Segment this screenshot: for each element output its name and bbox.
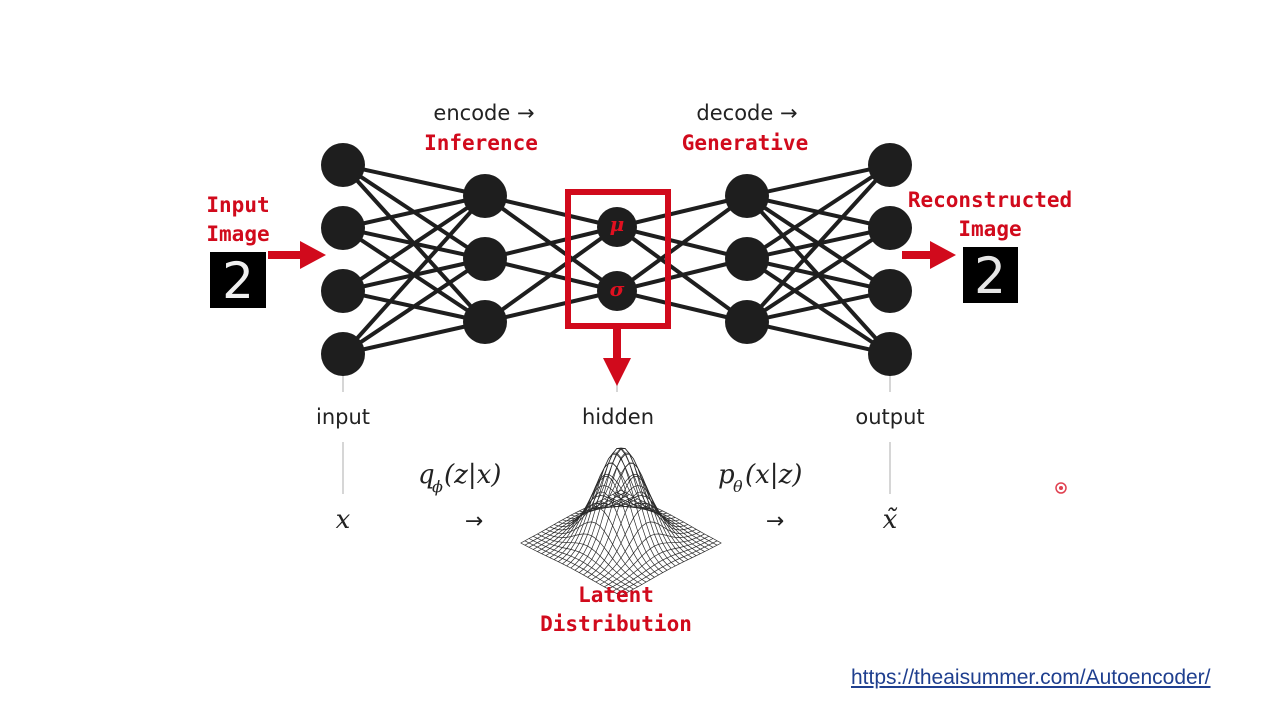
svg-text:ϕ: ϕ xyxy=(432,477,443,496)
surface-mesh-line xyxy=(612,538,714,592)
network-node xyxy=(868,269,912,313)
output-arrow xyxy=(902,241,956,269)
encoder-distribution: q ϕ (z|x) xyxy=(418,460,501,496)
decode-label: decode → xyxy=(696,101,797,125)
network-edge xyxy=(341,257,487,356)
reconstructed-digit-image: 2 xyxy=(963,247,1018,305)
sigma-label: σ xyxy=(610,277,625,301)
network-node xyxy=(463,237,507,281)
decoder-distribution: p θ (x|z) xyxy=(718,460,802,496)
network-node xyxy=(725,237,769,281)
source-link[interactable]: https://theaisummer.com/Autoencoder/ xyxy=(851,666,1211,689)
network-edge xyxy=(615,289,749,324)
network-edge xyxy=(341,194,487,293)
network-edge xyxy=(745,320,892,356)
network-nodes xyxy=(321,143,912,376)
network-edge xyxy=(483,225,619,324)
surface-mesh-line xyxy=(608,535,709,590)
latent-label-line2: Distribution xyxy=(540,612,692,636)
network-node xyxy=(868,206,912,250)
svg-text:(x|z): (x|z) xyxy=(745,460,802,490)
mu-label: μ xyxy=(610,212,625,236)
surface-mesh-line xyxy=(520,489,622,544)
surface-mesh-line xyxy=(524,540,626,594)
network-node xyxy=(463,174,507,218)
reconstructed-image-label-line1: Reconstructed xyxy=(908,188,1072,212)
surface-mesh-line xyxy=(520,542,622,597)
surface-mesh-line xyxy=(595,495,697,556)
svg-text:2: 2 xyxy=(974,247,1006,305)
network-edge xyxy=(745,289,892,324)
latent-gaussian-surface xyxy=(520,447,722,597)
network-edge xyxy=(483,225,619,261)
surface-mesh-line xyxy=(537,533,638,588)
network-edge xyxy=(483,289,619,324)
surface-mesh-line xyxy=(616,492,718,546)
network-edge xyxy=(615,194,749,293)
network-edge xyxy=(745,226,892,324)
surface-mesh-line xyxy=(553,491,655,578)
x-symbol: x xyxy=(336,505,351,535)
encode-arrow: → xyxy=(465,509,483,534)
network-node xyxy=(868,332,912,376)
network-node xyxy=(597,271,637,311)
input-digit-image: 2 xyxy=(210,252,266,310)
surface-mesh-line xyxy=(533,535,634,590)
surface-mesh-line xyxy=(620,489,722,544)
latent-label-line1: Latent xyxy=(578,583,654,607)
network-node xyxy=(463,300,507,344)
surface-mesh-line xyxy=(578,462,680,573)
network-node xyxy=(725,174,769,218)
latent-down-arrow xyxy=(603,326,631,386)
pointer-marker xyxy=(1055,482,1067,494)
network-node xyxy=(321,269,365,313)
network-edge xyxy=(341,194,487,356)
svg-text:θ: θ xyxy=(733,477,743,496)
network-node xyxy=(597,207,637,247)
generative-label: Generative xyxy=(682,131,808,155)
network-edge xyxy=(483,194,619,229)
encode-label: encode → xyxy=(433,101,534,125)
network-edge xyxy=(745,163,892,198)
network-node xyxy=(321,143,365,187)
svg-text:(z|x): (z|x) xyxy=(444,460,501,490)
input-arrow xyxy=(268,241,326,269)
network-edge xyxy=(341,320,487,356)
surface-mesh-line xyxy=(620,542,722,597)
input-image-label-line2: Image xyxy=(206,222,269,246)
layer-label-hidden: hidden xyxy=(582,405,654,429)
network-edge xyxy=(615,194,749,229)
surface-mesh-line xyxy=(562,453,663,565)
input-image-label-line1: Input xyxy=(206,193,269,217)
svg-text:p: p xyxy=(718,460,735,490)
surface-mesh-line xyxy=(524,492,626,546)
network-edge xyxy=(745,163,892,324)
network-node xyxy=(321,206,365,250)
surface-mesh-line xyxy=(562,462,664,573)
surface-mesh-line xyxy=(587,491,689,578)
svg-text:q: q xyxy=(418,460,435,490)
layer-label-output: output xyxy=(855,405,924,429)
decode-arrow: → xyxy=(766,509,784,534)
network-node xyxy=(321,332,365,376)
inference-label: Inference xyxy=(424,131,538,155)
network-edges xyxy=(341,163,892,356)
network-edge xyxy=(615,257,749,293)
network-node xyxy=(725,300,769,344)
surface-mesh-line xyxy=(616,540,718,594)
network-edge xyxy=(745,163,892,261)
svg-text:2: 2 xyxy=(222,252,254,310)
layer-label-input: input xyxy=(316,405,370,429)
network-node xyxy=(868,143,912,187)
surface-mesh-line xyxy=(579,453,680,565)
surface-mesh-line xyxy=(528,538,630,592)
surface-mesh-line xyxy=(545,495,647,556)
reconstructed-image-label-line2: Image xyxy=(958,217,1021,241)
x-tilde-symbol: x̃ xyxy=(883,505,898,535)
network-edge xyxy=(341,163,487,198)
network-edge xyxy=(341,194,487,230)
